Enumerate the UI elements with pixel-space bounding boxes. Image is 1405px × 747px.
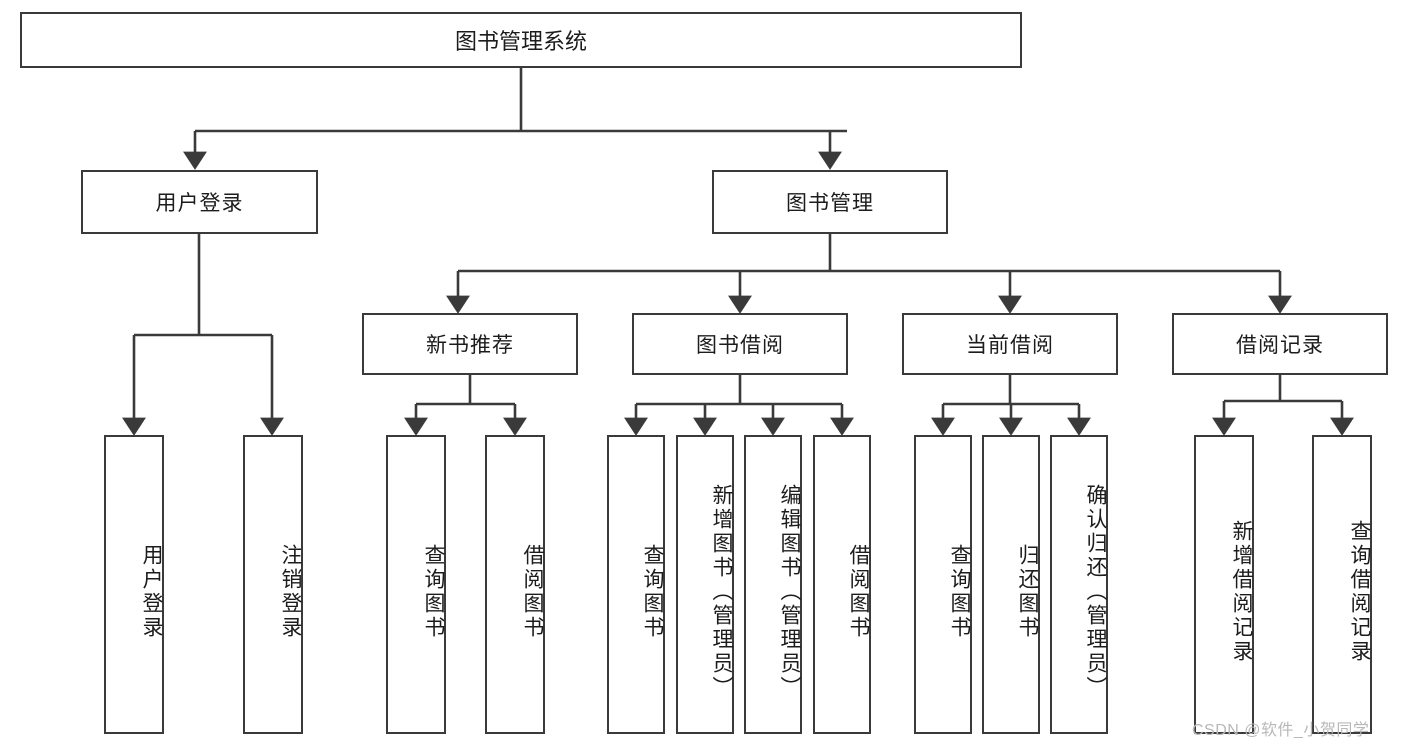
leaf-borrow-record-add[interactable]: 新增借阅记录 [1194,435,1254,734]
leaf-user-login-login[interactable]: 用户登录 [104,435,164,734]
node-label: 用户登录 [155,192,244,215]
node-label: 借阅图书 [847,543,870,640]
leaf-book-borrow-query[interactable]: 查询图书 [607,435,665,734]
node-label: 查询图书 [422,543,445,640]
node-current-borrow[interactable]: 当前借阅 [902,313,1118,375]
leaf-book-borrow-borrow[interactable]: 借阅图书 [813,435,871,734]
node-label: 新增图书（管理员） [710,483,733,700]
node-label: 确认归还（管理员） [1084,483,1107,700]
node-label: 查询图书 [948,543,971,640]
leaf-book-borrow-edit[interactable]: 编辑图书（管理员） [744,435,802,734]
node-user-login[interactable]: 用户登录 [81,170,318,234]
node-new-book-recommend[interactable]: 新书推荐 [362,313,578,375]
node-book-management[interactable]: 图书管理 [712,170,948,234]
leaf-current-borrow-query[interactable]: 查询图书 [914,435,972,734]
node-label: 用户登录 [140,543,163,640]
node-label: 查询借阅记录 [1348,519,1371,664]
node-label: 图书管理 [786,192,874,215]
node-label: 借阅记录 [1236,334,1324,357]
node-label: 图书管理系统 [454,29,587,54]
node-borrow-record[interactable]: 借阅记录 [1172,313,1388,375]
node-label: 注销登录 [279,543,302,640]
leaf-current-borrow-confirm-return[interactable]: 确认归还（管理员） [1050,435,1108,734]
leaf-book-borrow-add[interactable]: 新增图书（管理员） [676,435,734,734]
node-label: 归还图书 [1016,543,1039,640]
node-label: 编辑图书（管理员） [778,483,801,700]
node-label: 查询图书 [641,543,664,640]
leaf-new-book-borrow[interactable]: 借阅图书 [485,435,545,734]
node-label: 新增借阅记录 [1230,519,1253,664]
leaf-user-login-logout[interactable]: 注销登录 [243,435,303,734]
node-label: 图书借阅 [696,334,784,357]
leaf-current-borrow-return[interactable]: 归还图书 [982,435,1040,734]
leaf-borrow-record-query[interactable]: 查询借阅记录 [1312,435,1372,734]
node-label: 当前借阅 [966,334,1054,357]
csdn-watermark: CSDN @软件_小贺同学 [1192,722,1370,739]
node-label: 借阅图书 [521,543,544,640]
node-label: 新书推荐 [426,334,514,357]
node-root-system[interactable]: 图书管理系统 [20,12,1022,68]
node-book-borrow[interactable]: 图书借阅 [632,313,848,375]
leaf-new-book-query[interactable]: 查询图书 [386,435,446,734]
